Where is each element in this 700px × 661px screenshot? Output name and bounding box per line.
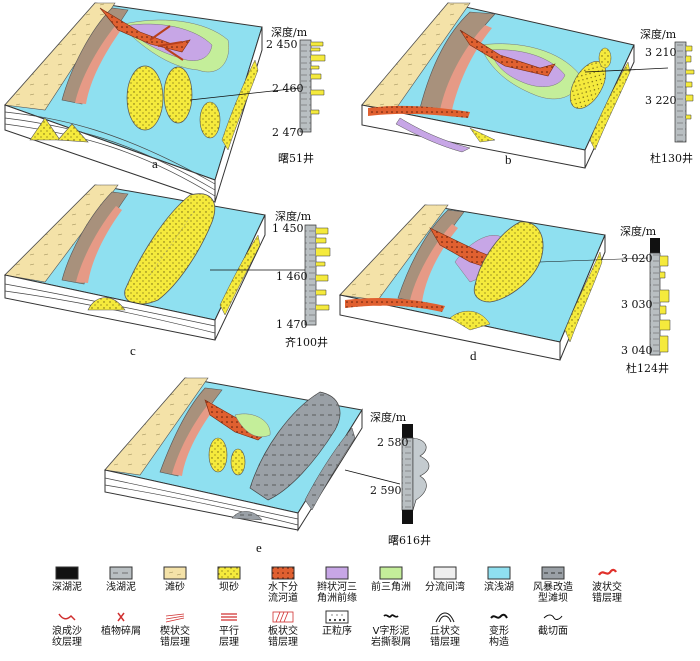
well-a-name: 曙51井 [278,151,314,165]
legend-shallow-lake-mud: 浅湖泥 [94,566,148,610]
legend-truncation-surface: 截切面 [526,610,580,654]
legend-interdistributary-bay: 分流间湾 [418,566,472,610]
panel-a-block [4,2,263,203]
panel-b-block [361,2,635,169]
well-a-depth-3: 2 470 [272,126,304,139]
legend-plant-debris: 植物碎屑 [94,610,148,654]
panel-b-caption: b [505,152,512,167]
legend-braided-delta-front: 辫状河三 角洲前缘 [310,566,364,610]
legend-v-shaped-mud-tear: V字形泥 岩撕裂屑 [364,610,418,654]
panel-a-caption: a [152,156,158,171]
well-d-name: 杜124井 [626,361,669,375]
well-c-depth-3: 1 470 [276,318,308,331]
legend-shore-shallow-lake: 滨浅湖 [472,566,526,610]
legend-tabular-cross-bedding: 板状交 错层理 [256,610,310,654]
well-a-depth-label: 深度/m [271,25,308,39]
legend-storm-reworked-bar: 风暴改造 型滩坝 [526,566,580,610]
well-a-depth-1: 2 450 [266,38,298,51]
panel-d-caption: d [470,348,477,363]
panel-e-caption: e [256,540,262,555]
well-log-a: 深度/m 2 450 2 460 2 470 曙51井 [189,25,326,165]
well-d-pointer [539,257,649,263]
legend-normal-grading: 正粒序 [310,610,364,654]
well-c-depth-1: 1 450 [272,222,304,235]
panel-c-block [3,184,266,341]
well-e-depth-1: 2 580 [377,436,409,449]
well-b-depth-1: 3 210 [645,46,677,59]
legend-wavy-cross-bedding: 波状交 错层理 [580,566,634,610]
well-b-name: 杜130井 [650,151,693,165]
legend-row-2: 浪成沙 纹层理 植物碎屑 楔状交 错层理 平行 层理 板状交 错层理 正粒序 V… [40,610,690,654]
well-b-depth-label: 深度/m [640,27,677,41]
well-log-c: 深度/m 1 450 1 460 1 470 齐100井 [210,209,331,349]
legend-wedge-cross-bedding: 楔状交 错层理 [148,610,202,654]
legend-bar-sand: 坝砂 [202,566,256,610]
well-e-depth-label: 深度/m [370,410,407,424]
well-c-depth-2: 1 460 [276,270,308,283]
well-e-depth-2: 2 590 [370,484,402,497]
legend-wave-ripple-lamination: 浪成沙 纹层理 [40,610,94,654]
well-e-name: 曙616井 [388,533,431,547]
panel-e-block [104,377,363,532]
well-e-pointer [344,469,401,485]
legend-hummocky-cross-bedding: 丘状交 错层理 [418,610,472,654]
well-b-depth-2: 3 220 [645,94,677,107]
legend-row-1: 深湖泥 浅湖泥 滩砂 坝砂 水下分 流河道 辫状河三 角洲前缘 前三角洲 分流 [40,566,690,610]
well-log-e: 深度/m 2 580 2 590 曙616井 [344,410,431,547]
well-c-depth-label: 深度/m [275,209,312,223]
legend-underwater-distributary-channel: 水下分 流河道 [256,566,310,610]
well-a-pointer [189,87,301,101]
well-b-pointer [584,67,669,73]
well-log-d: 深度/m 3 020 3 030 3 040 杜124井 [539,224,671,375]
well-d-depth-3: 3 040 [621,344,653,357]
legend: 深湖泥 浅湖泥 滩砂 坝砂 水下分 流河道 辫状河三 角洲前缘 前三角洲 分流 [40,566,690,654]
panel-d-block [339,204,606,361]
panel-c-caption: c [130,343,136,358]
legend-parallel-bedding: 平行 层理 [202,610,256,654]
well-d-depth-label: 深度/m [620,224,657,238]
well-d-depth-2: 3 030 [621,298,653,311]
legend-deep-lake-mud: 深湖泥 [40,566,94,610]
well-a-depth-2: 2 460 [272,82,304,95]
legend-prodelta: 前三角洲 [364,566,418,610]
well-c-name: 齐100井 [285,335,328,349]
well-log-b: 深度/m 3 210 3 220 杜130井 [584,27,695,165]
legend-beach-sand: 滩砂 [148,566,202,610]
legend-deformation-structure: 变形 构造 [472,610,526,654]
